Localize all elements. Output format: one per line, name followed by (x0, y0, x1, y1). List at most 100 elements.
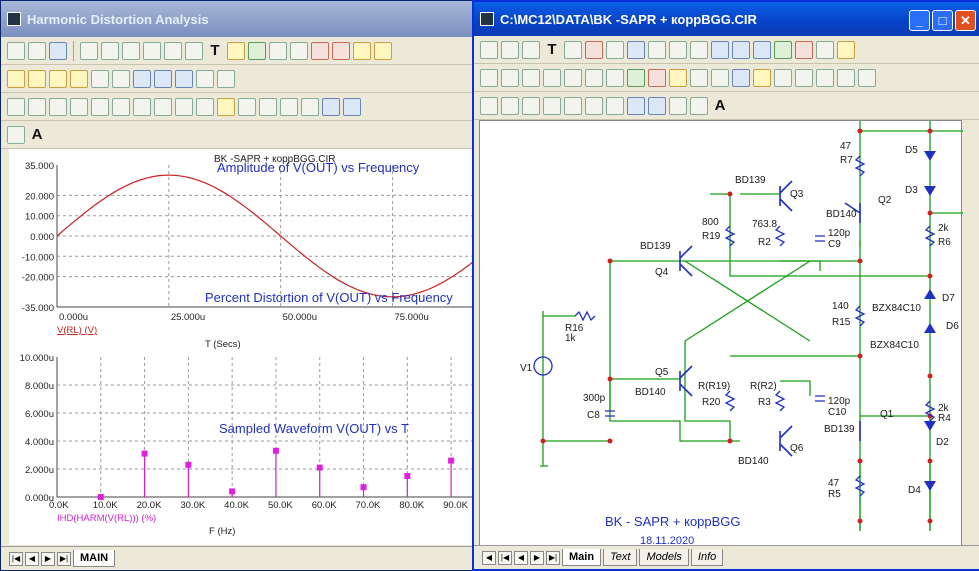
first-page-button[interactable]: |◀ (498, 550, 512, 565)
high-icon[interactable] (91, 97, 109, 116)
box2-icon[interactable] (374, 41, 392, 60)
curve-icon[interactable] (311, 41, 329, 60)
list-icon[interactable] (669, 40, 687, 59)
text-icon[interactable]: T (547, 40, 557, 58)
notes-icon[interactable] (837, 40, 855, 59)
right-titlebar[interactable]: C:\MC12\DATA\BK -SAPR + коррBGG.CIR (474, 2, 979, 36)
schematic-canvas[interactable]: 47 R7 D5 D3 BD139 Q3 Q2 800 763.8 BD140 … (479, 120, 963, 547)
check-icon[interactable] (217, 69, 235, 88)
rotate-icon[interactable] (816, 68, 834, 87)
table-icon[interactable] (690, 96, 708, 115)
group-icon[interactable] (774, 40, 792, 59)
tree-icon[interactable] (648, 40, 666, 59)
find-icon[interactable] (480, 96, 498, 115)
peak-icon[interactable] (49, 97, 67, 116)
help-icon[interactable] (753, 40, 771, 59)
font-icon[interactable]: A (714, 96, 726, 114)
graph-icon[interactable] (80, 41, 98, 60)
report-icon[interactable] (795, 40, 813, 59)
select-icon[interactable] (7, 41, 25, 60)
bus-icon[interactable] (606, 40, 624, 59)
scroll-left-button[interactable]: ◀ (482, 550, 496, 565)
zoom-out-icon[interactable] (648, 96, 666, 115)
minimize-button[interactable]: _ (909, 10, 930, 31)
graph3-icon[interactable] (122, 41, 140, 60)
check-icon[interactable] (627, 68, 645, 87)
magnify-plus-icon[interactable] (322, 97, 340, 116)
pan-icon[interactable] (501, 40, 519, 59)
page2-icon[interactable] (28, 69, 46, 88)
first-page-button[interactable]: |◀ (9, 551, 23, 566)
zoom-in-icon[interactable] (133, 69, 151, 88)
info-icon[interactable] (732, 40, 750, 59)
zoom-fit-icon[interactable] (175, 69, 193, 88)
box-icon[interactable] (795, 68, 813, 87)
list-icon[interactable] (238, 97, 256, 116)
box-icon[interactable] (353, 41, 371, 60)
pen-icon[interactable] (711, 40, 729, 59)
state-icon[interactable] (564, 68, 582, 87)
fit-icon[interactable] (280, 97, 298, 116)
zoom-in-icon[interactable] (627, 96, 645, 115)
cursor-icon[interactable] (196, 69, 214, 88)
pause-icon[interactable] (290, 41, 308, 60)
magnify-minus-icon[interactable] (343, 97, 361, 116)
fit2-icon[interactable] (301, 97, 319, 116)
tab-info[interactable]: Info (690, 549, 724, 566)
valley-icon[interactable] (70, 97, 88, 116)
pin-icon[interactable] (585, 68, 603, 87)
grid-icon[interactable] (690, 68, 708, 87)
node-numbers-icon[interactable] (480, 68, 498, 87)
page3-icon[interactable] (49, 69, 67, 88)
run-icon[interactable] (248, 41, 266, 60)
wave-icon[interactable] (175, 97, 193, 116)
fit-icon[interactable] (732, 68, 750, 87)
bounds-icon[interactable] (774, 68, 792, 87)
curve2-icon[interactable] (332, 41, 350, 60)
next-page-button[interactable]: ▶ (41, 551, 55, 566)
slope-icon[interactable] (133, 97, 151, 116)
line-icon[interactable] (564, 40, 582, 59)
flip-icon[interactable] (648, 68, 666, 87)
low-icon[interactable] (112, 97, 130, 116)
print-icon[interactable] (669, 96, 687, 115)
calendar-icon[interactable] (259, 97, 277, 116)
tab-text[interactable]: Text (603, 549, 638, 566)
axis-icon[interactable] (7, 97, 25, 116)
split-icon[interactable] (91, 69, 109, 88)
graph5-icon[interactable] (164, 41, 182, 60)
power-icon[interactable] (543, 68, 561, 87)
inflect-icon[interactable] (154, 97, 172, 116)
copy-icon[interactable] (585, 96, 603, 115)
shapes-icon[interactable] (627, 40, 645, 59)
zoom-out-icon[interactable] (154, 69, 172, 88)
page4-icon[interactable] (70, 69, 88, 88)
wave2-icon[interactable] (196, 97, 214, 116)
left-titlebar[interactable]: Harmonic Distortion Analysis (1, 1, 477, 37)
warning-icon[interactable] (669, 68, 687, 87)
mirror-icon[interactable] (837, 68, 855, 87)
page1-icon[interactable] (7, 69, 25, 88)
tab-main[interactable]: MAIN (73, 550, 116, 567)
paste-icon[interactable] (606, 96, 624, 115)
node-voltages-icon[interactable] (501, 68, 519, 87)
stop-icon[interactable] (564, 96, 582, 115)
current-icon[interactable] (522, 68, 540, 87)
axis2-icon[interactable] (28, 97, 46, 116)
page-icon[interactable] (711, 68, 729, 87)
book-icon[interactable] (690, 40, 708, 59)
shapes-icon[interactable] (49, 41, 67, 60)
font-icon[interactable]: A (31, 125, 43, 143)
prev-page-button[interactable]: ◀ (25, 551, 39, 566)
graph2-icon[interactable] (101, 41, 119, 60)
clipboard-icon[interactable] (217, 97, 235, 116)
last-page-button[interactable]: ▶| (546, 550, 560, 565)
tab-models[interactable]: Models (639, 549, 689, 566)
last-page-button[interactable]: ▶| (57, 551, 71, 566)
pin2-icon[interactable] (606, 68, 624, 87)
formula-icon[interactable] (185, 41, 203, 60)
binoculars-icon[interactable] (501, 96, 519, 115)
pencil-icon[interactable] (585, 40, 603, 59)
report2-icon[interactable] (816, 40, 834, 59)
text-icon[interactable]: T (210, 41, 220, 59)
